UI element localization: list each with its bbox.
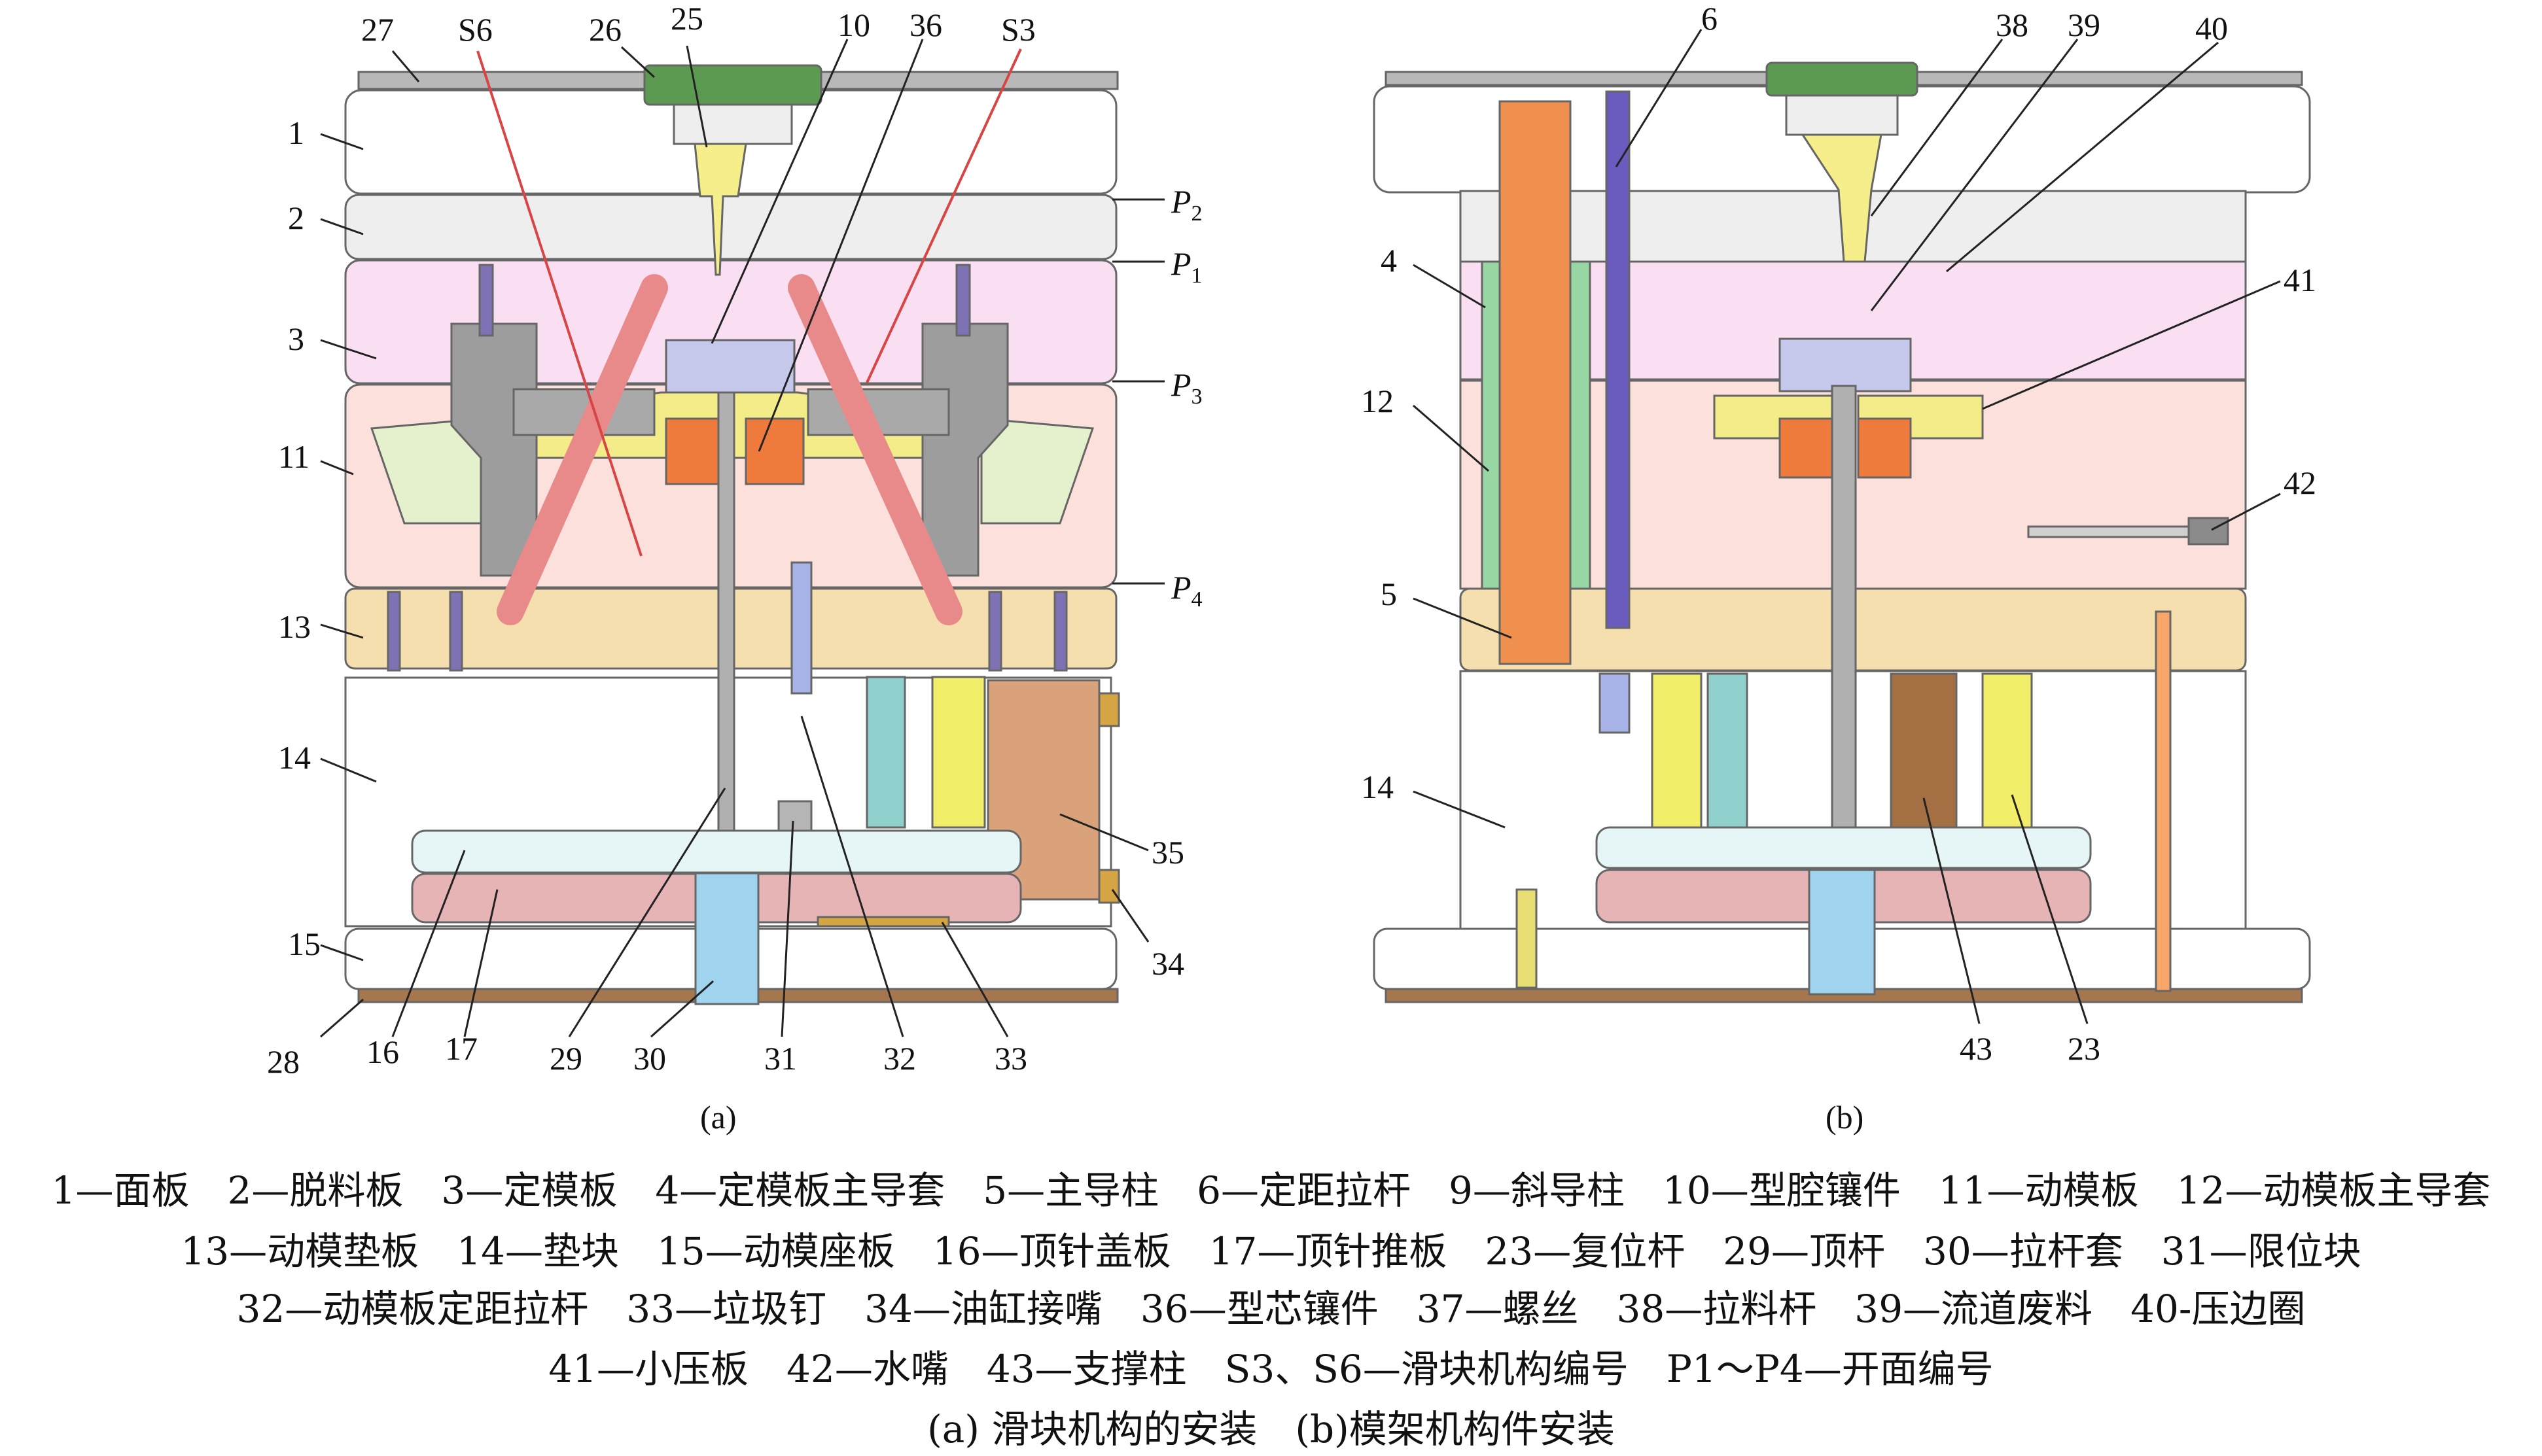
callout: 26 bbox=[589, 11, 622, 48]
parting-line-label: P4 bbox=[1171, 569, 1203, 612]
legend-line-3: 32—动模板定距拉杆 33—垃圾钉 34—油缸接嘴 36—型芯镶件 37—螺丝 … bbox=[236, 1287, 2306, 1331]
callout: 13 bbox=[278, 608, 311, 645]
callout: 32 bbox=[883, 1040, 916, 1077]
callout: 27 bbox=[361, 11, 394, 48]
callout: 38 bbox=[1996, 7, 2028, 43]
callout: 29 bbox=[550, 1040, 582, 1077]
panel-b-caption: (b) bbox=[1826, 1099, 1863, 1135]
callout: 14 bbox=[278, 739, 311, 776]
callout: 33 bbox=[995, 1040, 1027, 1077]
callout: 41 bbox=[2284, 262, 2316, 298]
panel-a-caption: (a) bbox=[700, 1099, 737, 1135]
callout: 4 bbox=[1381, 242, 1397, 279]
callout: 1 bbox=[288, 114, 304, 151]
callout: 11 bbox=[278, 438, 309, 475]
callout: 28 bbox=[267, 1043, 300, 1080]
callout: S6 bbox=[458, 11, 493, 48]
parting-line-label: P2 bbox=[1171, 183, 1203, 226]
legend-line-1: 1—面板 2—脱料板 3—定模板 4—定模板主导套 5—主导柱 6—定距拉杆 9… bbox=[51, 1168, 2491, 1213]
callout: 40 bbox=[2195, 10, 2228, 46]
callout: 5 bbox=[1381, 576, 1397, 612]
callout: 42 bbox=[2284, 464, 2316, 501]
callout: 35 bbox=[1152, 834, 1184, 871]
callout: 3 bbox=[288, 321, 304, 357]
callout: S3 bbox=[1001, 11, 1036, 48]
leader-lines bbox=[320, 29, 2281, 1038]
callout: 15 bbox=[288, 926, 321, 962]
callout: 25 bbox=[671, 0, 703, 37]
callout: 10 bbox=[838, 7, 870, 43]
callout: 23 bbox=[2068, 1030, 2100, 1067]
panel-a-drawing bbox=[344, 64, 1120, 1005]
figure-caption: (a) 滑块机构的安装 (b)模架机构件安装 bbox=[927, 1407, 1615, 1451]
callout: 39 bbox=[2068, 7, 2100, 43]
callout: 17 bbox=[445, 1030, 478, 1067]
callout: 6 bbox=[1701, 0, 1718, 37]
callout: 30 bbox=[633, 1040, 666, 1077]
callout: 14 bbox=[1361, 769, 1394, 805]
parting-line-label: P1 bbox=[1171, 245, 1203, 288]
callout: 12 bbox=[1361, 383, 1394, 419]
callout: 2 bbox=[288, 199, 304, 236]
callout: 36 bbox=[909, 7, 942, 43]
parting-line-label: P3 bbox=[1171, 366, 1203, 409]
callout: 43 bbox=[1960, 1030, 1992, 1067]
callout: 16 bbox=[366, 1033, 399, 1070]
legend-line-4: 41—小压板 42—水嘴 43—支撑柱 S3、S6—滑块机构编号 P1～P4—开… bbox=[548, 1347, 1994, 1391]
panel-b-drawing bbox=[1373, 61, 2311, 1003]
legend-line-2: 13—动模垫板 14—垫块 15—动模座板 16—顶针盖板 17—顶针推板 23… bbox=[181, 1229, 2361, 1274]
callout: 34 bbox=[1152, 945, 1184, 982]
callout-labels-b: 6 38 39 40 4 12 5 14 41 42 43 23 (b) bbox=[1361, 0, 2316, 1135]
callout: 31 bbox=[764, 1040, 797, 1077]
